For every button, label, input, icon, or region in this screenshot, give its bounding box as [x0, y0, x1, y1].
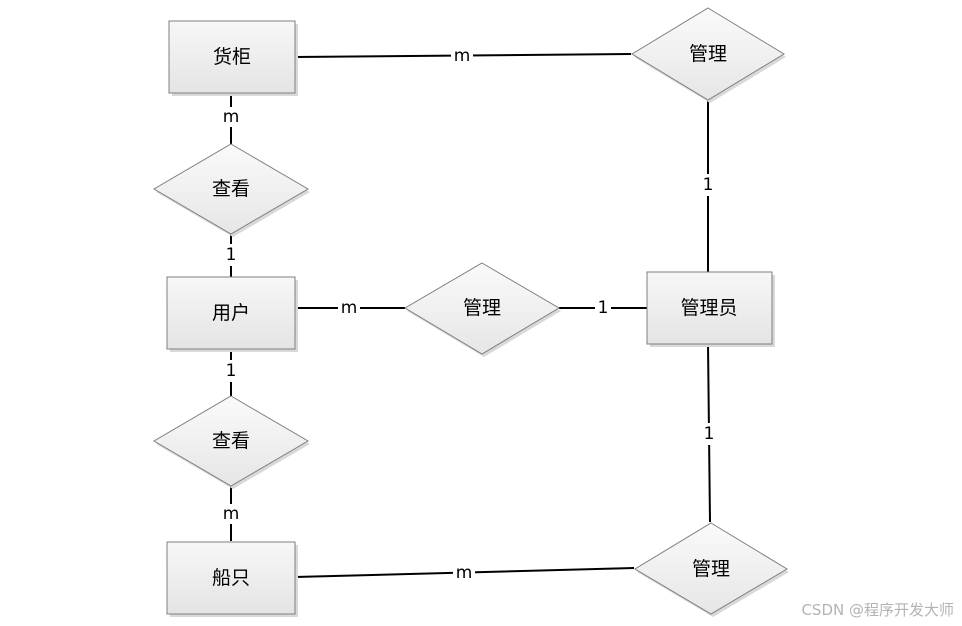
card-user-view: 1	[223, 360, 239, 382]
card-ship-manage: m	[453, 563, 475, 583]
watermark-text: CSDN @程序开发大师	[801, 601, 954, 619]
card-admin-manage-bottom: 1	[701, 423, 717, 445]
svg-text:1: 1	[703, 175, 714, 195]
svg-text:m: m	[223, 107, 240, 127]
relationship-view-cabinet[interactable]: 查看	[153, 143, 310, 237]
card-manage-admin-mid: 1	[595, 297, 611, 319]
svg-text:货柜: 货柜	[213, 46, 251, 68]
svg-text:管理员: 管理员	[680, 297, 737, 319]
svg-text:管理: 管理	[692, 558, 730, 580]
svg-text:查看: 查看	[212, 178, 250, 200]
svg-text:管理: 管理	[463, 297, 501, 319]
svg-text:m: m	[341, 298, 358, 318]
svg-text:1: 1	[704, 424, 715, 444]
relationship-manage-cabinet[interactable]: 管理	[631, 7, 786, 103]
card-cabinet-view: m	[221, 107, 241, 127]
card-manage-admin-top: 1	[700, 174, 716, 196]
svg-text:管理: 管理	[689, 43, 727, 65]
card-user-manage: m	[338, 298, 360, 318]
svg-text:m: m	[454, 46, 471, 66]
entity-ship[interactable]: 船只	[166, 541, 298, 617]
relationship-manage-ship[interactable]: 管理	[634, 522, 789, 617]
svg-text:1: 1	[598, 298, 609, 318]
svg-text:船只: 船只	[212, 567, 250, 589]
relationship-manage-user[interactable]: 管理	[404, 262, 561, 357]
card-view-user-top: 1	[223, 244, 239, 266]
svg-text:m: m	[223, 504, 240, 524]
svg-text:用户: 用户	[212, 302, 250, 324]
svg-text:1: 1	[226, 361, 237, 381]
entity-admin[interactable]: 管理员	[646, 271, 775, 347]
svg-text:m: m	[456, 563, 473, 583]
relationship-view-ship[interactable]: 查看	[153, 395, 310, 489]
card-cabinet-manage: m	[451, 46, 473, 66]
entity-user[interactable]: 用户	[166, 276, 298, 352]
entity-cabinet[interactable]: 货柜	[168, 20, 298, 96]
svg-text:查看: 查看	[212, 430, 250, 452]
card-view-ship: m	[220, 504, 242, 524]
svg-text:1: 1	[226, 245, 237, 265]
